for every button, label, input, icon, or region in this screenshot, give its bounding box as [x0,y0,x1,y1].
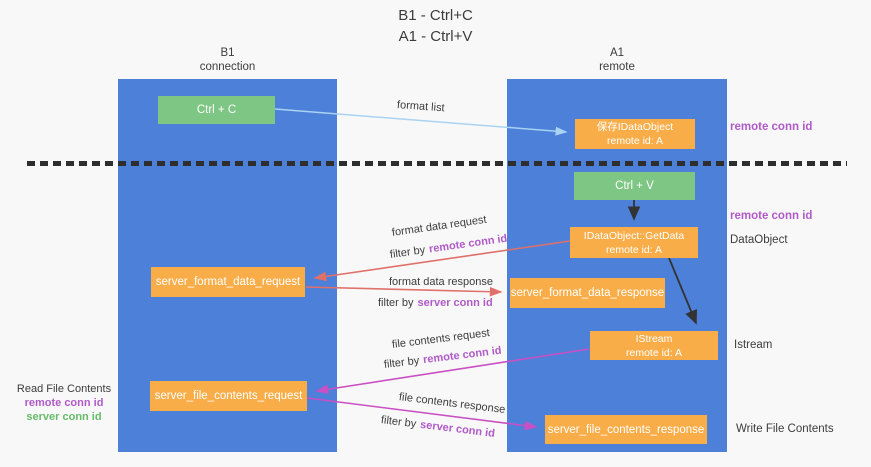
ctrl-v-label: Ctrl + V [615,180,654,192]
write-file-contents-label: Write File Contents [736,423,834,435]
remote-conn-id-top-label: remote conn id [730,121,813,133]
filter-by-text: filter by [383,354,420,371]
server-format-data-response-label: server_format_data_response [510,287,665,299]
filter-by-text: filter by [378,297,414,309]
format-list-label: format list [396,99,445,115]
server-format-data-response-box: server_format_data_response [510,278,665,308]
filter-by-text: filter by [389,244,426,261]
remote-conn-id-filter-1: remote conn id [428,232,508,256]
lane-a1-name: A1 [609,47,625,59]
lane-b1-name: B1 [220,47,235,59]
phase-separator-dashed-line [27,161,847,166]
format-data-response-label: format data response [389,276,493,288]
lane-a1-role: remote [599,61,635,73]
server-format-data-request-label: server_format_data_request [155,276,301,288]
read-file-contents-label: Read File Contents [16,383,112,395]
server-file-contents-response-box: server_file_contents_response [545,415,707,444]
title-line-1: B1 - Ctrl+C [398,7,473,24]
idataobject-getdata-line2: remote id: A [605,243,663,256]
istream-side-label: Istream [734,339,773,351]
server-file-contents-request-box: server_file_contents_request [150,381,307,411]
server-format-data-request-box: server_format_data_request [151,267,305,297]
server-conn-id-left-label: server conn id [26,411,102,423]
ctrl-v-box: Ctrl + V [574,172,695,200]
left-annotations: Read File Contents remote conn id server… [8,382,120,424]
remote-conn-id-mid-label: remote conn id [730,210,813,222]
ctrl-c-box: Ctrl + C [158,96,275,124]
lane-b1-role: connection [199,61,256,73]
server-file-contents-request-label: server_file_contents_request [154,390,303,402]
server-conn-id-filter-1: server conn id [417,297,493,309]
istream-box: IStream remote id: A [590,331,718,360]
diagram-title: B1 - Ctrl+C A1 - Ctrl+V [0,5,871,47]
store-idataobject-box: 保存IDataObject remote id: A [575,119,695,149]
lane-header-a1: A1 remote [507,46,727,74]
server-conn-id-filter-2: server conn id [419,418,496,440]
idataobject-getdata-box: IDataObject::GetData remote id: A [570,227,698,258]
format-data-request-label: format data request [391,213,488,239]
filter-by-text: filter by [380,414,417,431]
idataobject-getdata-line1: IDataObject::GetData [583,229,685,242]
remote-conn-id-filter-2: remote conn id [422,344,503,367]
title-line-2: A1 - Ctrl+V [398,28,473,45]
store-idataobject-line2: remote id: A [606,135,664,147]
lane-header-b1: B1 connection [118,46,337,74]
ctrl-c-label: Ctrl + C [196,104,237,116]
store-idataobject-line1: 保存IDataObject [596,121,674,133]
istream-line2: remote id: A [625,346,683,359]
remote-conn-id-left-label: remote conn id [24,397,104,409]
istream-line1: IStream [635,332,673,345]
file-contents-response-label: file contents response [398,391,506,416]
server-file-contents-response-label: server_file_contents_response [547,423,705,436]
dataobject-label: DataObject [730,234,788,246]
